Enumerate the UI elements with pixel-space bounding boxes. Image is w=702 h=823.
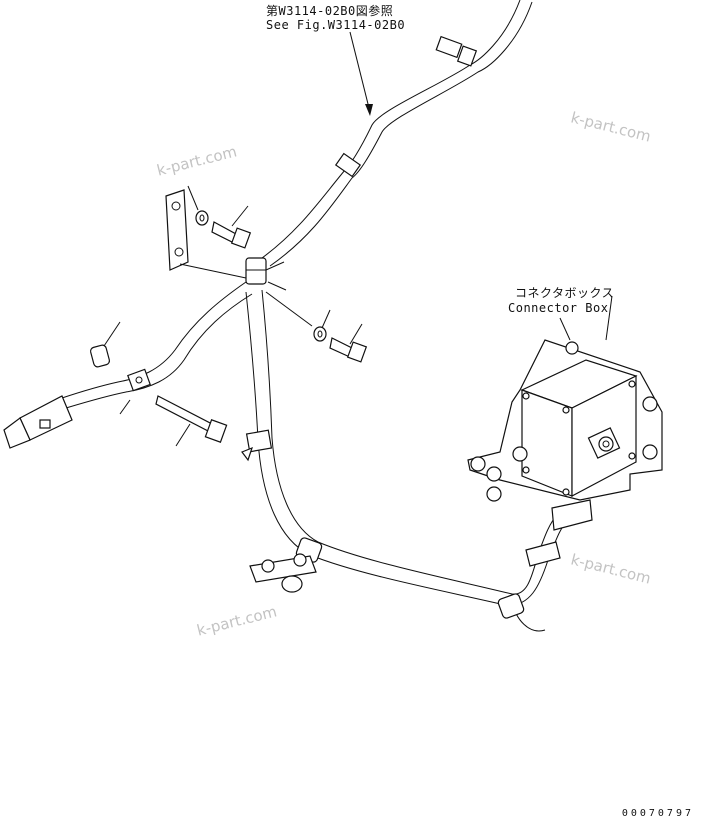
top-connector [435,35,478,67]
connector-box-label-english: Connector Box [508,301,609,315]
harness-clip-left [127,368,151,392]
connector-box-assembly [467,295,663,567]
bolt-middle [329,337,368,363]
ground-terminal [249,553,317,593]
callout-leaders [103,185,363,447]
reference-note-english: See Fig.W3114-02B0 [266,18,406,32]
harness-junction-clamp [245,257,267,285]
connector-box-label-japanese: コネクタボックス [515,286,615,300]
harness-sleeve-bottom [295,537,525,619]
reference-leader [349,31,373,116]
bracket-plate [165,189,189,271]
drawing-number: 00070797 [621,808,694,819]
reference-note-japanese: 第W3114-02B0図参照 [266,4,394,18]
harness-clip-lower [241,429,273,462]
long-bolt [155,395,228,443]
washer-middle [313,326,327,342]
harness-clip-upper [334,152,362,178]
washer-upper [195,210,209,226]
spacer-collar [89,344,111,368]
bolt-upper [211,221,252,249]
washer-leader [265,291,313,327]
left-connector-plug [3,395,73,449]
harness-main-cable [61,0,569,632]
bracket-leader [179,263,247,279]
